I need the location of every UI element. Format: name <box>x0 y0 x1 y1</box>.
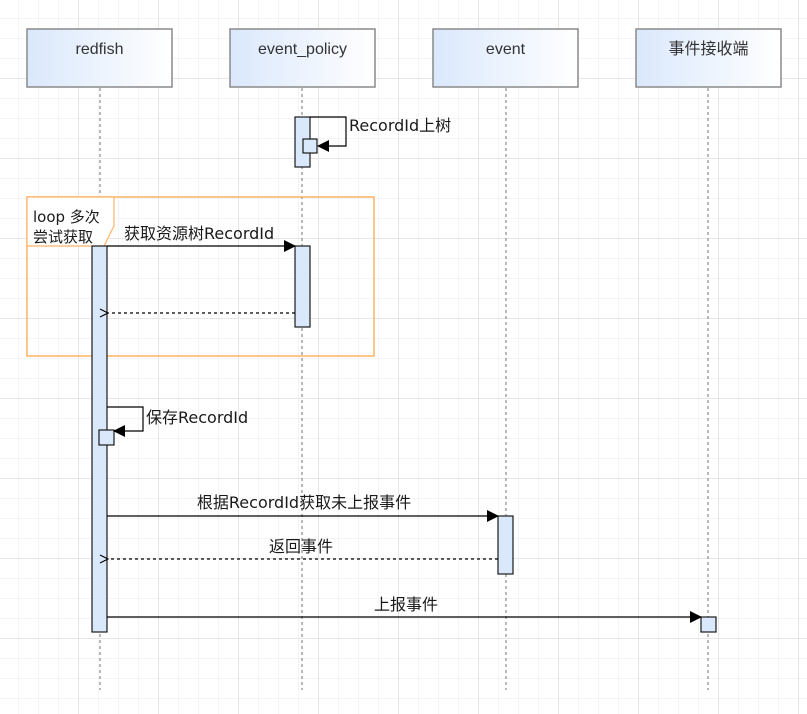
message-get-resource-tree-recordid[interactable]: 获取资源树RecordId <box>107 224 296 252</box>
message-report-events-label: 上报事件 <box>374 595 438 614</box>
message-get-unreported-events[interactable]: 根据RecordId获取未上报事件 <box>107 493 499 522</box>
message-get-unreported-events-label: 根据RecordId获取未上报事件 <box>197 493 411 512</box>
loop-frame[interactable]: loop 多次 尝试获取 <box>26 196 375 357</box>
message-recordid-to-tree-label: RecordId上树 <box>349 116 451 135</box>
activation-receiver <box>700 616 717 633</box>
actor-redfish-label: redfish <box>75 41 123 58</box>
message-save-recordid-label: 保存RecordId <box>146 408 248 427</box>
activation-event-policy-1-nested <box>302 138 318 154</box>
message-return-events[interactable]: 返回事件 <box>108 537 498 559</box>
loop-label-line2: 尝试获取 <box>33 228 93 246</box>
actor-event-label: event <box>486 41 526 58</box>
message-recordid-to-tree[interactable]: RecordId上树 <box>310 116 451 152</box>
activation-event <box>497 515 514 575</box>
actor-redfish[interactable]: redfish <box>26 28 173 88</box>
message-report-events[interactable]: 上报事件 <box>107 595 702 623</box>
message-return-events-label: 返回事件 <box>269 537 333 556</box>
actor-event-policy[interactable]: event_policy <box>229 28 376 88</box>
actor-event-policy-label: event_policy <box>258 41 347 58</box>
loop-tab <box>26 196 115 247</box>
message-get-resource-tree-recordid-label: 获取资源树RecordId <box>124 224 274 243</box>
actor-receiver[interactable]: 事件接收端 <box>635 28 782 88</box>
loop-label-line1: loop 多次 <box>33 208 100 226</box>
actor-receiver-label: 事件接收端 <box>668 39 748 58</box>
activation-event-policy-2 <box>294 245 311 328</box>
actor-event[interactable]: event <box>432 28 579 88</box>
activation-redfish-nested <box>98 429 115 446</box>
message-save-recordid[interactable]: 保存RecordId <box>107 406 248 437</box>
